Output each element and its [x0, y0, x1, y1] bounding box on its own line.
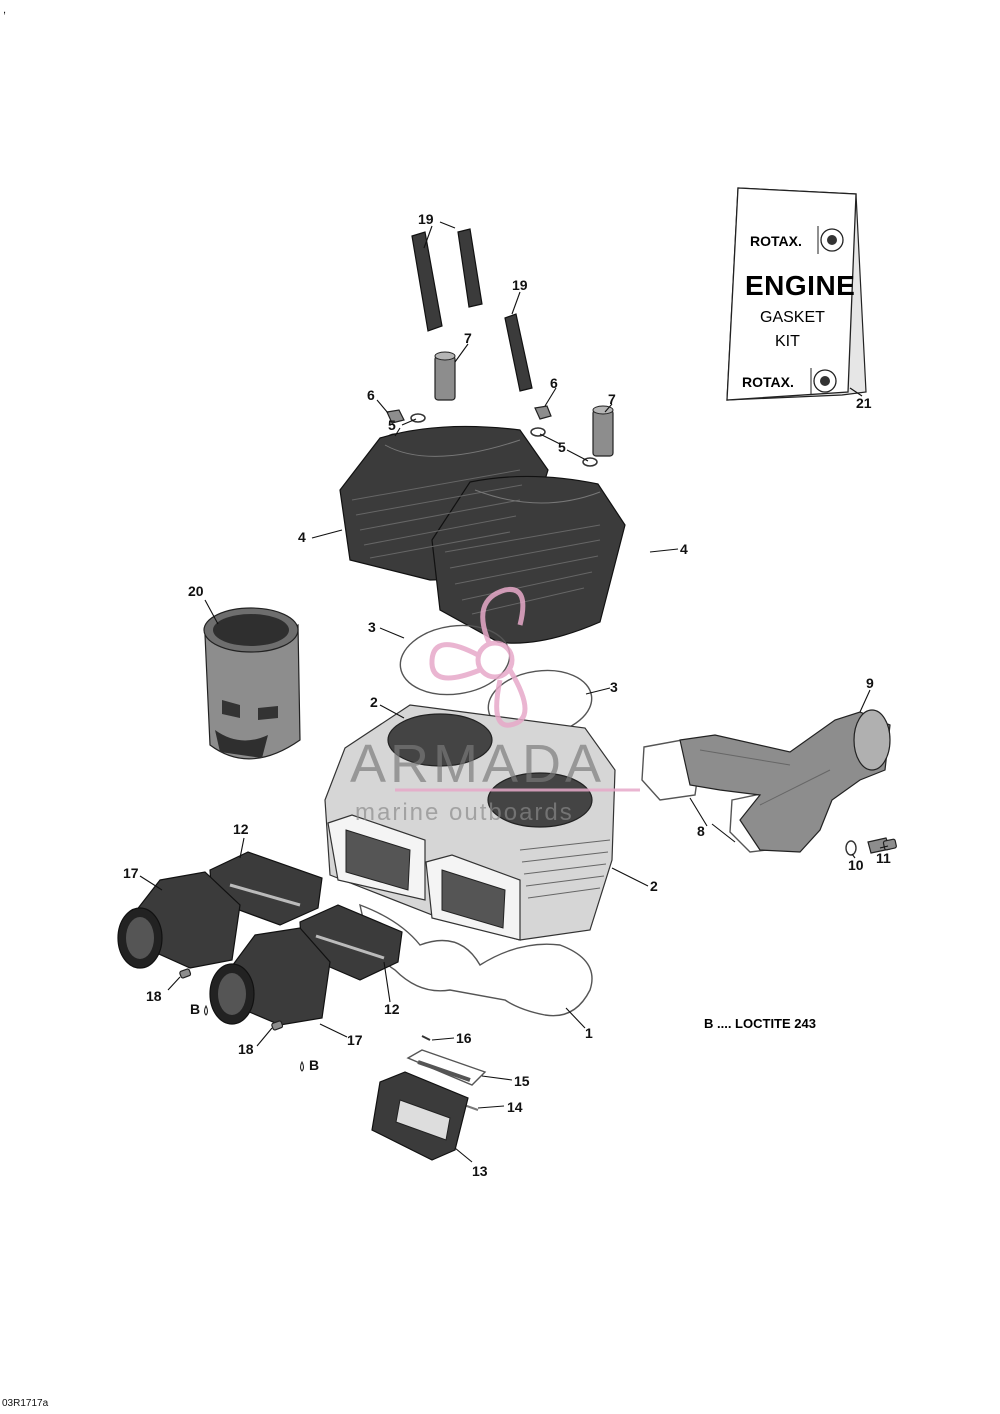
callout-6a: 6 [367, 387, 375, 403]
callout-5b: 5 [558, 439, 566, 455]
kit-title: ENGINE [745, 270, 855, 301]
watermark-name: ARMADA [350, 734, 605, 794]
callout-13: 13 [472, 1163, 488, 1179]
adhesive-marker-b2: B [309, 1057, 319, 1073]
callout-12b: 12 [384, 1001, 400, 1017]
callout-12a: 12 [233, 821, 249, 837]
callout-2b: 2 [650, 878, 658, 894]
callout-9: 9 [866, 675, 874, 691]
callout-15: 15 [514, 1073, 530, 1089]
exhaust-manifold-group [641, 709, 897, 856]
loctite-note: B .... LOCTITE 243 [704, 1016, 816, 1031]
kit-brand-top: ROTAX. [750, 233, 802, 249]
callout-21: 21 [856, 395, 872, 411]
figure-code: 03R1717a [2, 1398, 49, 1409]
callout-19b: 19 [512, 277, 528, 293]
callout-3b: 3 [610, 679, 618, 695]
callout-1: 1 [585, 1025, 593, 1041]
callouts: 19 19 7 7 6 6 5 5 4 4 3 3 2 2 1 20 21 9 … [123, 211, 891, 1179]
leader-lines [139, 221, 889, 1163]
adhesive-marker-b1: B [190, 1001, 200, 1017]
callout-4a: 4 [298, 529, 306, 545]
callout-5a: 5 [388, 417, 396, 433]
cylinder-sleeve [203, 607, 301, 760]
callout-6b: 6 [550, 375, 558, 391]
engine-gasket-kit-card: ROTAX. ENGINE GASKET KIT ROTAX. [726, 187, 867, 401]
intake-manifolds [117, 871, 331, 1026]
rubber-strips [411, 228, 533, 392]
cylinder-heads [339, 425, 626, 644]
kit-brand-bottom: ROTAX. [742, 374, 794, 390]
callout-17a: 17 [123, 865, 139, 881]
callout-17b: 17 [347, 1032, 363, 1048]
callout-14: 14 [507, 1099, 523, 1115]
watermark-tagline: marine outboards [355, 799, 574, 826]
propeller-logo [429, 586, 528, 728]
kit-line-gasket: GASKET [760, 309, 825, 326]
screws-and-adhesive [179, 968, 304, 1072]
callout-16: 16 [456, 1030, 472, 1046]
callout-18a: 18 [146, 988, 162, 1004]
callout-3a: 3 [368, 619, 376, 635]
callout-2a: 2 [370, 694, 378, 710]
armada-watermark: ARMADA marine outboards [350, 586, 640, 826]
corner-mark: , [3, 4, 7, 16]
callout-7a: 7 [464, 330, 472, 346]
callout-10: 10 [848, 857, 864, 873]
reed-cage-assembly [371, 1035, 487, 1161]
callout-7b: 7 [608, 391, 616, 407]
callout-8: 8 [697, 823, 705, 839]
cylinder-block [324, 704, 616, 941]
callout-18b: 18 [238, 1041, 254, 1057]
base-gasket [359, 903, 593, 1017]
callout-11: 11 [876, 850, 891, 866]
kit-line-kit: KIT [775, 333, 800, 350]
callout-4b: 4 [680, 541, 688, 557]
callout-19a: 19 [418, 211, 434, 227]
callout-20: 20 [188, 583, 204, 599]
